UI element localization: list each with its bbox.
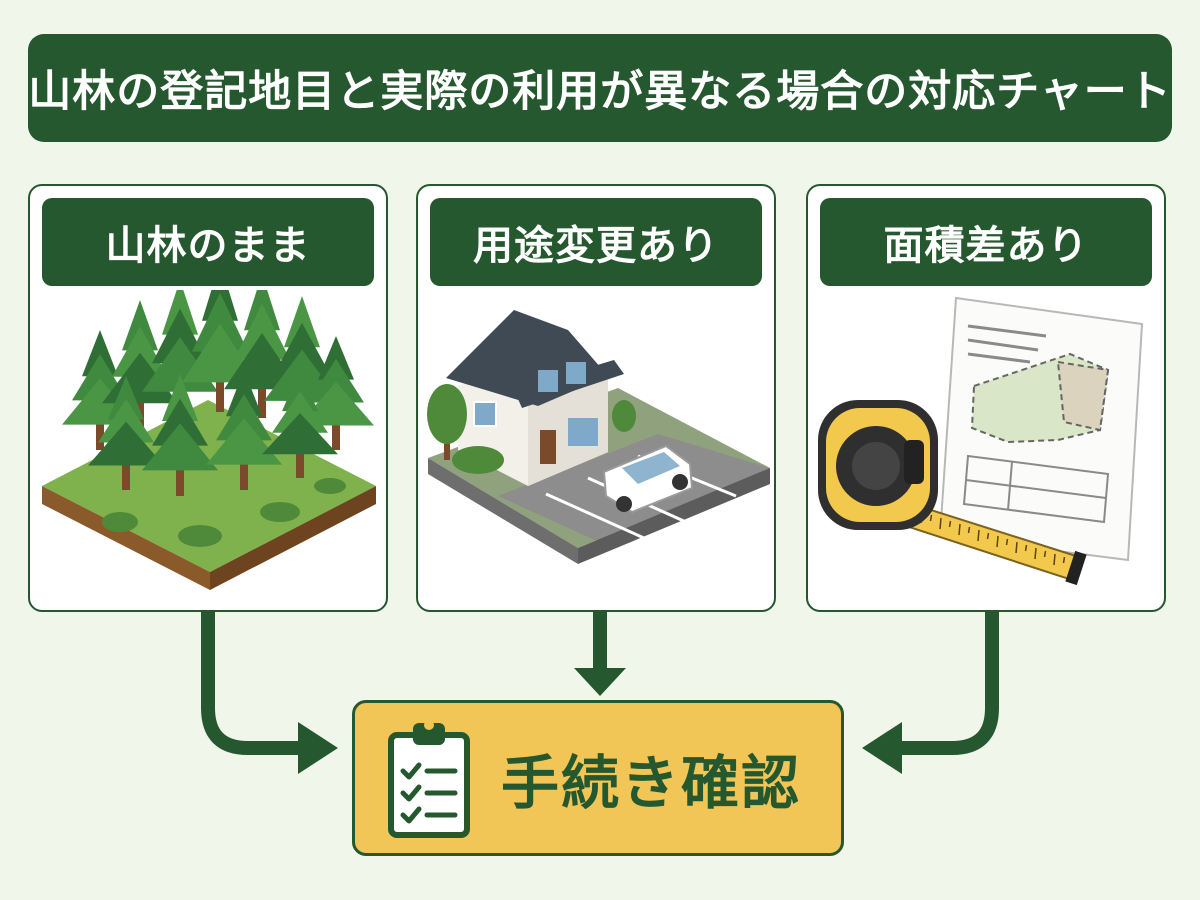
panel-land-use-change: 用途変更あり <box>416 184 776 612</box>
panel-label-land-use-change: 用途変更あり <box>430 198 762 286</box>
arrowhead-change <box>574 668 626 696</box>
title-banner: 山林の登記地目と実際の利用が異なる場合の対応チャート <box>28 34 1172 142</box>
house-parking-illustration <box>418 290 774 610</box>
tape-measure-survey-illustration <box>808 290 1164 610</box>
panel-area-difference: 面積差あり <box>806 184 1166 612</box>
panel-forest: 山林のまま <box>28 184 388 612</box>
arrow-area-to-result <box>898 612 992 748</box>
result-label: 手続き確認 <box>501 703 801 853</box>
result-box: 手続き確認 <box>352 700 844 856</box>
arrowhead-area <box>862 722 902 774</box>
chart-title: 山林の登記地目と実際の利用が異なる場合の対応チャート <box>28 57 1172 119</box>
panel-label-forest: 山林のまま <box>42 198 374 286</box>
arrowhead-forest <box>298 722 338 774</box>
clipboard-checklist-icon <box>385 713 475 843</box>
arrow-forest-to-result <box>208 612 300 748</box>
forest-illustration <box>30 290 386 610</box>
panel-label-area-difference: 面積差あり <box>820 198 1152 286</box>
